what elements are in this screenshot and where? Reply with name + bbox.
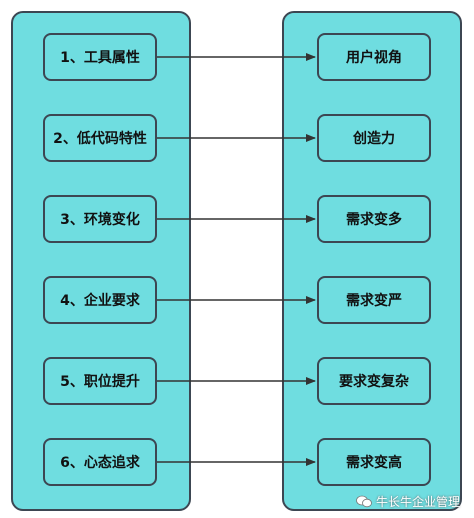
right-node-1: 用户视角 (317, 33, 431, 81)
left-node-2: 2、低代码特性 (43, 114, 157, 162)
left-node-1: 1、工具属性 (43, 33, 157, 81)
watermark: 牛长牛企业管理 (356, 493, 460, 510)
right-node-4: 需求变严 (317, 276, 431, 324)
left-node-5: 5、职位提升 (43, 357, 157, 405)
chat-bubble-icon (356, 495, 372, 508)
right-node-2: 创造力 (317, 114, 431, 162)
left-node-4: 4、企业要求 (43, 276, 157, 324)
right-node-6: 需求变高 (317, 438, 431, 486)
right-panel (282, 11, 462, 511)
left-panel (11, 11, 191, 511)
left-node-6: 6、心态追求 (43, 438, 157, 486)
watermark-text: 牛长牛企业管理 (375, 495, 460, 509)
right-node-5: 要求变复杂 (317, 357, 431, 405)
left-node-3: 3、环境变化 (43, 195, 157, 243)
right-node-3: 需求变多 (317, 195, 431, 243)
